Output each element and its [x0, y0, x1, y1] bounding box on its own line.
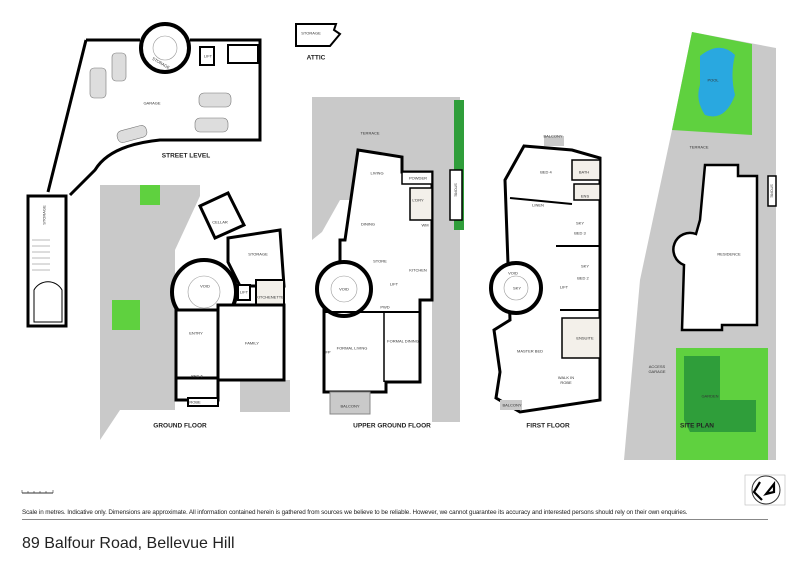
room-terrace-upper: TERRACE	[360, 130, 380, 136]
room-bath: BATH	[578, 169, 590, 175]
room-walk-in-robe: WALK IN ROBE	[557, 375, 575, 385]
room-lift-first: LIFT	[559, 284, 569, 290]
room-wm: WM	[421, 222, 429, 228]
north-arrow-icon	[744, 474, 786, 506]
room-storage-attic: STORAGE	[301, 30, 321, 36]
room-master-bed: MASTER BED	[516, 348, 544, 354]
room-pwd: PWD	[380, 304, 390, 310]
room-sky-void: SKY	[512, 285, 522, 291]
level-label-first: FIRST FLOOR	[526, 422, 570, 430]
room-l-dry: L'DRY	[412, 197, 424, 203]
room-dining: DINING	[361, 221, 375, 227]
room-linen: LINEN	[532, 202, 544, 208]
level-label-upper-ground: UPPER GROUND FLOOR	[353, 422, 431, 430]
site-store: STORE	[769, 184, 775, 198]
room-lift-ground: LIFT	[239, 289, 249, 295]
room-family: FAMILY	[245, 340, 259, 346]
room-balcony-first: BALCONY	[502, 402, 522, 408]
room-balcony-first-top: BALCONY	[543, 133, 563, 139]
room-storage-left: STORAGE	[41, 205, 47, 225]
room-void-upper: VOID	[339, 286, 349, 292]
site-residence: RESIDENCE	[717, 251, 741, 257]
room-kitchenette: KITCHENETTE	[256, 294, 284, 300]
room-void-ground: VOID	[200, 283, 210, 289]
upper-ground-floor-plan	[312, 97, 464, 422]
level-label-attic: ATTIC	[306, 54, 326, 62]
room-formal-living: FORMAL LIVING	[336, 345, 368, 351]
site-garden: GARDEN	[701, 393, 719, 399]
room-kitchen: KITCHEN	[409, 267, 427, 273]
site-access-garage: ACCESS GARAGE	[648, 364, 666, 374]
property-address-title: 89 Balfour Road, Bellevue Hill	[22, 535, 235, 552]
room-bed4: BED 4	[540, 169, 552, 175]
site-plan	[624, 32, 777, 460]
attic-storage-shape	[295, 23, 342, 47]
footer-divider	[22, 519, 768, 520]
site-terrace: TERRACE	[689, 144, 709, 150]
room-void-first: VOID	[508, 270, 518, 276]
room-living: LIVING	[370, 170, 384, 176]
ground-floor-plan	[100, 185, 290, 440]
room-robe-ground: ROBE	[189, 399, 201, 405]
level-label-site: SITE PLAN	[680, 422, 714, 430]
room-entry: ENTRY	[189, 330, 203, 336]
disclaimer-text: Scale in metres. Indicative only. Dimens…	[22, 509, 688, 516]
room-fp: FP	[325, 349, 331, 355]
room-garage: GARAGE	[143, 100, 161, 106]
room-store-side: STORE	[453, 183, 459, 197]
street-level-plan	[26, 22, 262, 328]
room-ensuite: ENSUITE	[576, 335, 594, 341]
room-ens: ENS	[580, 193, 590, 199]
site-pool: POOL	[707, 77, 719, 83]
room-lift-upper: LIFT	[389, 281, 399, 287]
room-bed6: BED 6	[191, 373, 203, 379]
scale-bar	[21, 490, 54, 494]
level-label-ground: GROUND FLOOR	[153, 422, 207, 430]
room-lift-street: LIFT	[203, 53, 213, 59]
room-bed3: BED 3	[574, 230, 586, 236]
room-powder: POWDER	[409, 175, 427, 181]
room-balcony-upper: BALCONY	[340, 403, 360, 409]
room-cellar: CELLAR	[212, 219, 228, 225]
first-floor-plan	[489, 136, 602, 414]
room-sky-bed2: SKY	[580, 263, 590, 269]
room-store-upper: STORE	[373, 258, 387, 264]
room-bed2: BED 2	[577, 275, 589, 281]
level-label-street: STREET LEVEL	[161, 152, 211, 160]
room-formal-dining: FORMAL DINING	[387, 338, 419, 344]
room-storage-ground: STORAGE	[248, 251, 268, 257]
room-sky-bed3: SKY	[575, 220, 585, 226]
